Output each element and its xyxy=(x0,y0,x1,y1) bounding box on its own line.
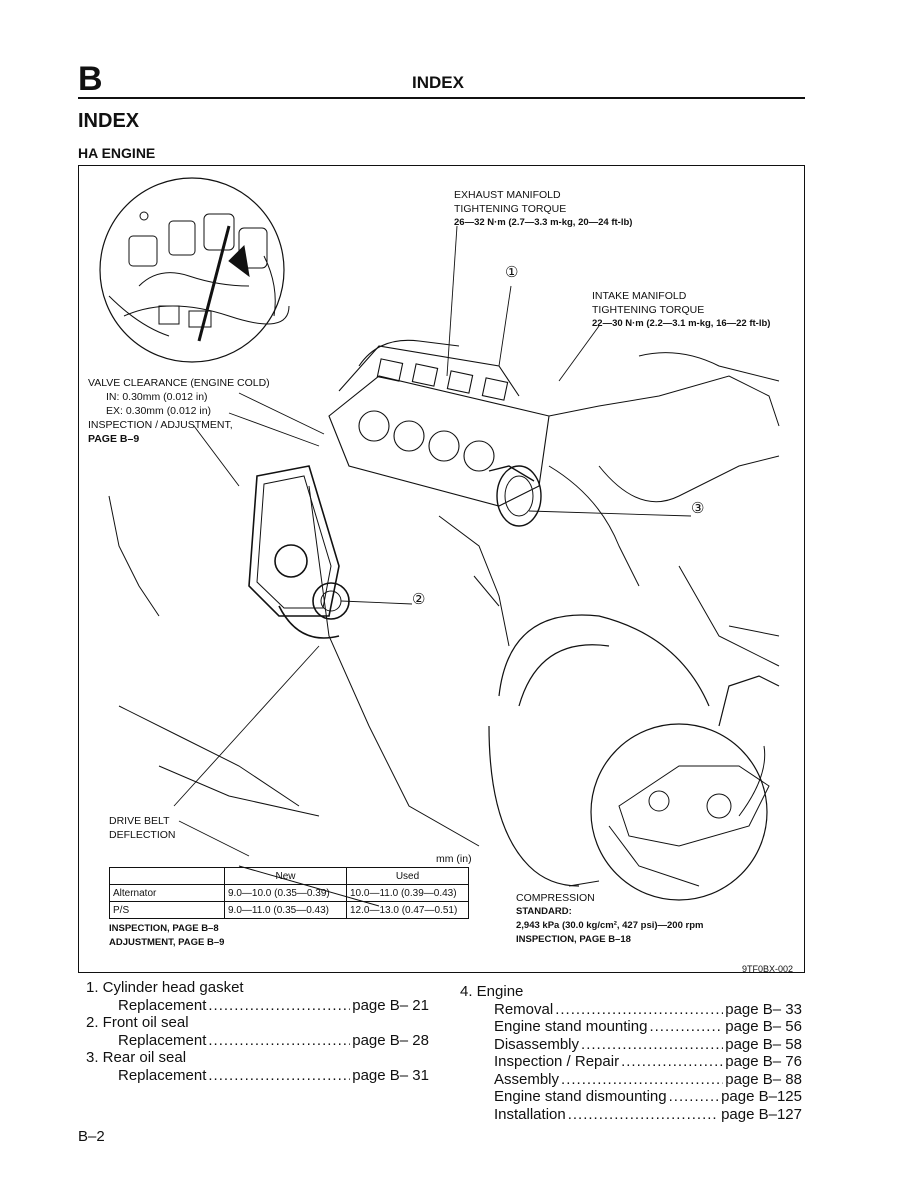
toc-entry[interactable]: Engine stand dismounting page B–125 xyxy=(460,1088,802,1106)
subtitle: HA ENGINE xyxy=(78,145,156,161)
toc-entry-label: Replacement xyxy=(118,1031,207,1049)
section-letter: B xyxy=(78,60,103,98)
toc-entry-page: page B– 21 xyxy=(352,996,429,1014)
leader-dots xyxy=(621,1053,723,1071)
toc-entry[interactable]: Removal page B– 33 xyxy=(460,1001,802,1019)
marker-2: ② xyxy=(412,591,426,608)
leader-dots xyxy=(555,1001,723,1019)
compression-callout: COMPRESSION STANDARD: 2,943 kPa (30.0 kg… xyxy=(516,891,703,947)
toc-left: 1. Cylinder head gasket Replacement page … xyxy=(86,979,429,1084)
toc-entry-page: page B– 56 xyxy=(725,1018,802,1035)
compression-line1: COMPRESSION xyxy=(516,892,595,904)
table-unit: mm (in) xyxy=(436,853,472,865)
valve-line4: INSPECTION / ADJUSTMENT, xyxy=(88,419,233,431)
toc-entry-label: Replacement xyxy=(118,1066,207,1084)
toc-entry-page: page B–127 xyxy=(721,1105,802,1123)
page-title: INDEX xyxy=(78,110,140,132)
table-cell: 9.0—11.0 (0.35—0.43) xyxy=(224,901,347,919)
drive-belt-line2: DEFLECTION xyxy=(109,829,176,841)
page-number: B–2 xyxy=(78,1128,105,1145)
intake-line1: INTAKE MANIFOLD xyxy=(592,290,687,302)
toc-entry[interactable]: Engine stand mounting page B– 56 xyxy=(460,1018,802,1036)
toc-entry[interactable]: Assembly page B– 88 xyxy=(460,1071,802,1089)
exhaust-callout: EXHAUST MANIFOLD TIGHTENING TORQUE 26—32… xyxy=(454,188,632,230)
leader-dots xyxy=(581,1036,723,1054)
toc-entry-label: Assembly xyxy=(494,1070,560,1088)
header-title: INDEX xyxy=(412,73,464,92)
table-cell: P/S xyxy=(109,901,225,919)
table-cell: 9.0—10.0 (0.35—0.39) xyxy=(224,884,347,902)
table-row: Alternator 9.0—10.0 (0.35—0.39) 10.0—11.… xyxy=(109,884,469,902)
leader-dots xyxy=(649,1018,723,1036)
toc-entry-page: page B– 58 xyxy=(725,1035,802,1053)
valve-line5: PAGE B–9 xyxy=(88,433,140,445)
intake-torque: 22—30 N·m (2.2—3.1 m-kg, 16—22 ft-lb) xyxy=(592,318,771,329)
leader-dots xyxy=(208,1067,350,1085)
toc-entry[interactable]: Replacement page B– 21 xyxy=(86,997,429,1015)
exhaust-line1: EXHAUST MANIFOLD xyxy=(454,189,561,201)
intake-line2: TIGHTENING TORQUE xyxy=(592,304,705,316)
table-header-cell: Used xyxy=(346,867,469,885)
header-rule xyxy=(78,97,805,99)
toc-entry-label: Removal xyxy=(494,1000,554,1018)
toc-entry-title: 3. Rear oil seal xyxy=(86,1049,187,1066)
engine-illustration xyxy=(99,177,780,907)
toc-entry-page: page B– 33 xyxy=(725,1000,802,1018)
valve-detail-circle xyxy=(99,177,285,363)
valve-line3: EX: 0.30mm (0.012 in) xyxy=(106,405,212,417)
compression-line4: INSPECTION, PAGE B–18 xyxy=(516,934,631,945)
table-cell: 10.0—11.0 (0.39—0.43) xyxy=(346,884,469,902)
toc-entry-title: 2. Front oil seal xyxy=(86,1014,189,1031)
leader-dots xyxy=(568,1106,719,1124)
marker-3: ③ xyxy=(691,500,705,517)
table-cell: Alternator xyxy=(109,884,225,902)
toc-entry[interactable]: Disassembly page B– 58 xyxy=(460,1036,802,1054)
table-row: P/S 9.0—11.0 (0.35—0.43) 12.0—13.0 (0.47… xyxy=(109,901,469,919)
valve-line2: IN: 0.30mm (0.012 in) xyxy=(106,391,208,403)
table-cell: 12.0—13.0 (0.47—0.51) xyxy=(346,901,469,919)
toc-entry-label: Inspection / Repair xyxy=(494,1053,620,1070)
toc-entry[interactable]: Replacement page B– 31 xyxy=(86,1067,429,1085)
table-header-cell: New xyxy=(224,867,347,885)
leader-dots xyxy=(561,1071,723,1089)
figure-code: 9TF0BX-002 xyxy=(742,964,794,974)
toc-entry[interactable]: Inspection / Repair page B– 76 xyxy=(460,1053,802,1071)
table-notes: INSPECTION, PAGE B–8 ADJUSTMENT, PAGE B–… xyxy=(109,922,224,950)
toc-right: 4. Engine Removal page B– 33 Engine stand… xyxy=(460,983,802,1123)
leader-dots xyxy=(208,997,350,1015)
toc-entry-title: 4. Engine xyxy=(460,983,524,1000)
toc-entry-page: page B– 76 xyxy=(725,1053,802,1070)
toc-entry-page: page B–125 xyxy=(721,1088,802,1105)
valve-callout: VALVE CLEARANCE (ENGINE COLD) IN: 0.30mm… xyxy=(88,376,270,446)
leader-dots xyxy=(669,1088,719,1106)
drive-belt-callout: DRIVE BELT DEFLECTION xyxy=(109,814,176,842)
toc-entry-page: page B– 88 xyxy=(725,1070,802,1088)
toc-entry-label: Engine stand dismounting xyxy=(494,1088,667,1105)
toc-entry-page: page B– 31 xyxy=(352,1066,429,1084)
toc-entry-label: Disassembly xyxy=(494,1035,580,1053)
toc-entry-page: page B– 28 xyxy=(352,1031,429,1049)
toc-entry[interactable]: Installation page B–127 xyxy=(460,1106,802,1124)
drive-belt-line1: DRIVE BELT xyxy=(109,815,170,827)
valve-line1: VALVE CLEARANCE (ENGINE COLD) xyxy=(88,377,270,389)
exhaust-line2: TIGHTENING TORQUE xyxy=(454,203,567,215)
compression-inset-circle xyxy=(590,723,768,901)
table-header-cell xyxy=(109,867,225,885)
toc-entry-label: Installation xyxy=(494,1105,566,1123)
marker-1: ① xyxy=(505,264,519,281)
table-header-row: New Used xyxy=(109,867,469,885)
table-note-inspection: INSPECTION, PAGE B–8 xyxy=(109,923,219,934)
toc-entry-title: 1. Cylinder head gasket xyxy=(86,979,244,996)
compression-line3: 2,943 kPa (30.0 kg/cm², 427 psi)—200 rpm xyxy=(516,920,704,931)
toc-entry-label: Engine stand mounting xyxy=(494,1018,648,1035)
leader-dots xyxy=(208,1032,350,1050)
toc-entry-label: Replacement xyxy=(118,996,207,1014)
toc-entry[interactable]: Replacement page B– 28 xyxy=(86,1032,429,1050)
exhaust-torque: 26—32 N·m (2.7—3.3 m-kg, 20—24 ft-lb) xyxy=(454,217,633,228)
intake-callout: INTAKE MANIFOLD TIGHTENING TORQUE 22—30 … xyxy=(592,289,770,331)
table-note-adjustment: ADJUSTMENT, PAGE B–9 xyxy=(109,937,225,948)
belt-deflection-table: New Used Alternator 9.0—10.0 (0.35—0.39)… xyxy=(109,867,469,919)
engine-figure: EXHAUST MANIFOLD TIGHTENING TORQUE 26—32… xyxy=(78,165,805,973)
compression-line2: STANDARD: xyxy=(516,906,572,917)
